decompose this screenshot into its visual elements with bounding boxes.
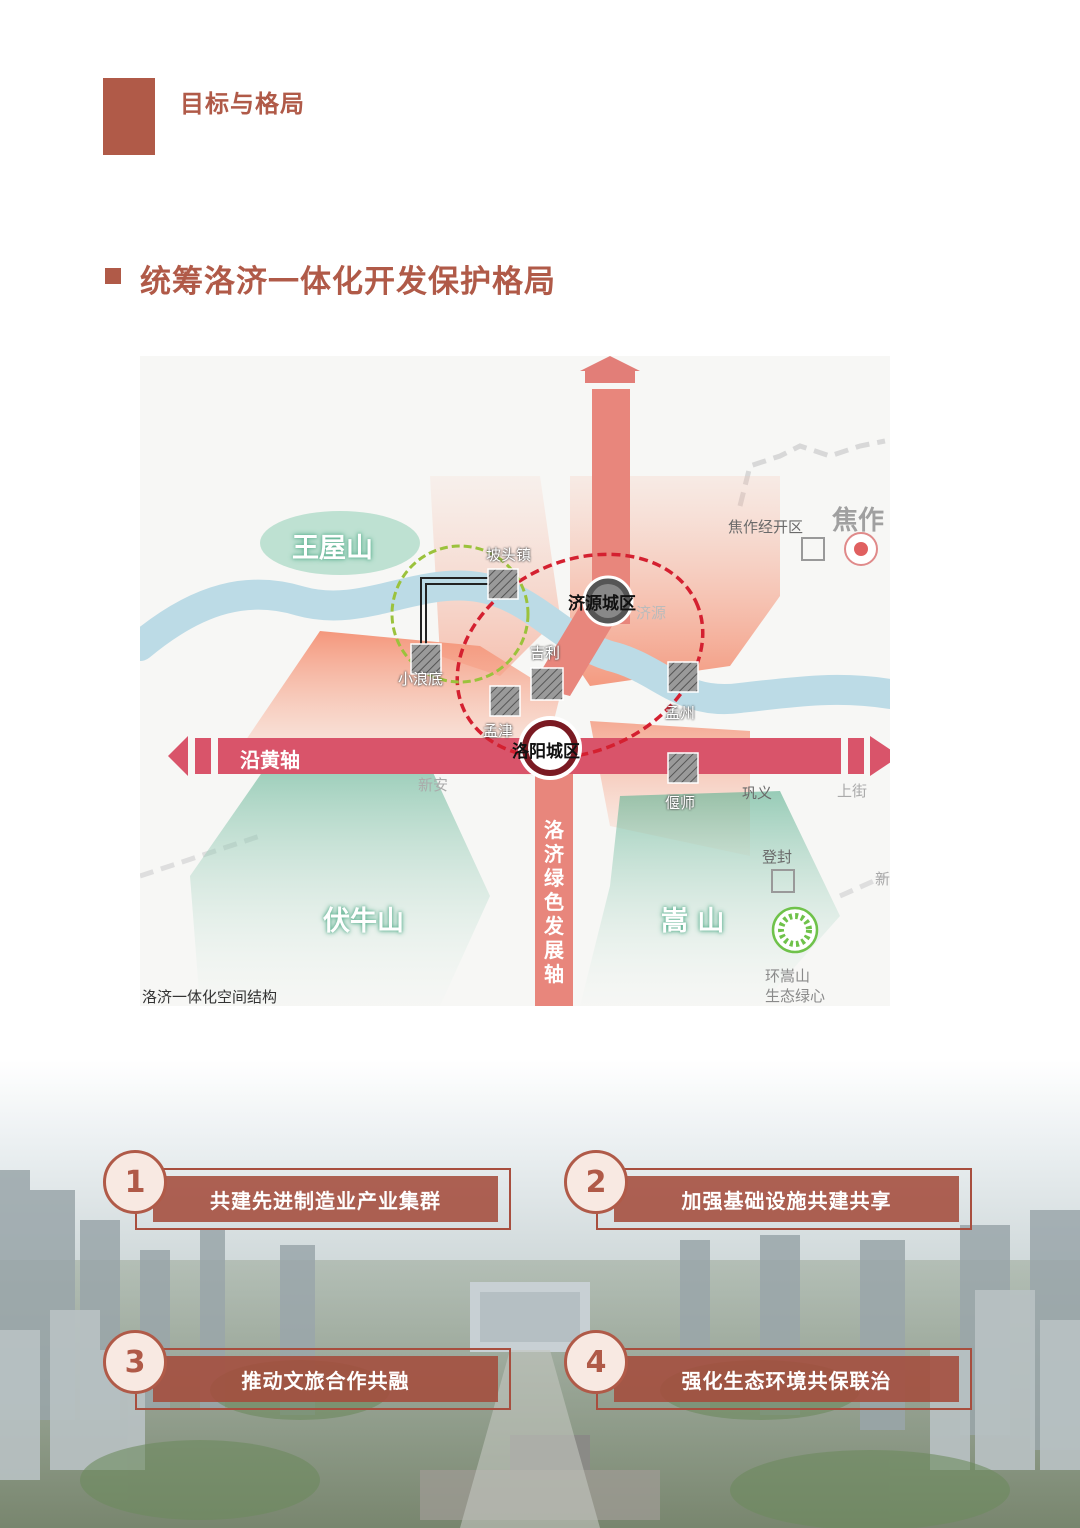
goal-label: 推动文旅合作共融 <box>241 1368 410 1393</box>
map-caption: 洛济一体化空间结构 <box>142 988 278 1006</box>
goal-label: 加强基础设施共建共享 <box>681 1188 892 1213</box>
header-accent-block <box>103 78 155 155</box>
goal-number: 1 <box>124 1164 146 1200</box>
goal-card-1: 共建先进制造业产业集群 1 <box>103 1150 511 1230</box>
jiyuan-core-label: 济源城区 <box>568 594 636 614</box>
funiu-mountain-label: 伏牛山 <box>323 906 404 937</box>
jiyuan-grey-label: 济源 <box>636 604 667 622</box>
goal-card-2: 加强基础设施共建共享 2 <box>564 1150 972 1230</box>
xin-label: 新 <box>875 870 890 888</box>
goal-number: 4 <box>585 1344 607 1380</box>
jiaozuo-label: 焦作 <box>832 506 885 536</box>
goal-card-4: 强化生态环境共保联治 4 <box>564 1330 972 1410</box>
luoyang-core-label: 洛阳城区 <box>512 742 580 762</box>
wangwu-mountain-label: 王屋山 <box>292 533 373 564</box>
eco-heart-label-line2: 生态绿心 <box>765 987 826 1005</box>
goal-label: 强化生态环境共保联治 <box>681 1368 892 1393</box>
yellow-river-axis-label: 沿黄轴 <box>240 748 300 772</box>
map-graphic <box>140 356 890 1006</box>
section-bullet <box>105 268 121 284</box>
yanshi-label: 偃师 <box>665 794 696 812</box>
xinan-label: 新安 <box>418 776 449 794</box>
goal-label-bar: 加强基础设施共建共享 <box>614 1176 959 1222</box>
goal-number-badge: 1 <box>103 1150 167 1214</box>
xiaolangdi-label: 小浪底 <box>398 670 444 688</box>
goal-label-bar: 强化生态环境共保联治 <box>614 1356 959 1402</box>
goal-card-3: 推动文旅合作共融 3 <box>103 1330 511 1410</box>
goal-label-bar: 推动文旅合作共融 <box>153 1356 498 1402</box>
goal-number-badge: 2 <box>564 1150 628 1214</box>
goal-label: 共建先进制造业产业集群 <box>210 1188 441 1213</box>
header-title: 目标与格局 <box>180 90 305 118</box>
cityscape-background <box>0 1060 1080 1528</box>
spatial-structure-map: 王屋山 伏牛山 嵩 山 焦作 焦作经开区 济源 新安 巩义 登封 上街 新 坡头… <box>140 356 890 1006</box>
goal-label-bar: 共建先进制造业产业集群 <box>153 1176 498 1222</box>
goal-number: 2 <box>585 1164 607 1200</box>
song-mountain-label: 嵩 山 <box>661 906 725 937</box>
shangjie-label: 上街 <box>837 782 868 800</box>
goal-number: 3 <box>124 1344 146 1380</box>
mengjin-label: 孟津 <box>483 722 514 740</box>
jiaozuo-dev-zone-label: 焦作经开区 <box>728 518 804 536</box>
goal-number-badge: 3 <box>103 1330 167 1394</box>
gongyi-label: 巩义 <box>742 784 773 802</box>
eco-heart-label-line1: 环嵩山 <box>765 967 811 985</box>
dengfeng-label: 登封 <box>762 848 793 866</box>
section-title: 统筹洛济一体化开发保护格局 <box>140 264 556 300</box>
goal-number-badge: 4 <box>564 1330 628 1394</box>
green-development-axis-label: 洛济绿色发展轴 <box>544 818 564 986</box>
jili-label: 吉利 <box>530 644 561 662</box>
mengzhou-label: 孟州 <box>665 704 696 722</box>
potou-town-label: 坡头镇 <box>486 546 532 564</box>
